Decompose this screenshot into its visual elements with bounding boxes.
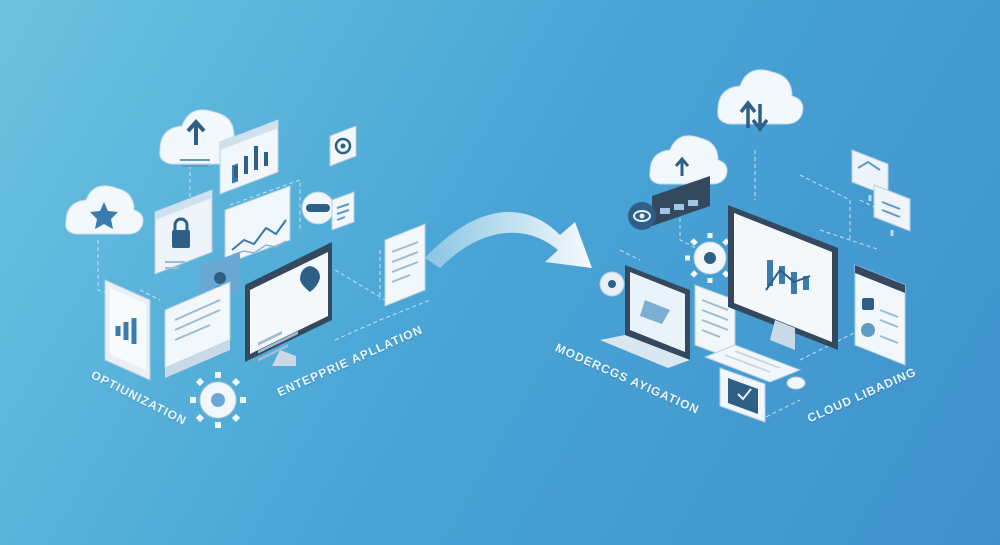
monitor-icon (728, 205, 838, 350)
lock-icon (854, 264, 906, 366)
keyboard-icon (703, 344, 802, 383)
mouse-icon (786, 376, 806, 390)
monitor-icon (245, 242, 332, 366)
gear-icon (685, 233, 735, 283)
cloud-upload-icon (649, 135, 728, 185)
lock-icon (154, 189, 213, 275)
tablet-icon (719, 367, 766, 423)
monitor-icon (652, 176, 710, 226)
cloud-transfer-icon (717, 69, 804, 132)
document-icon (164, 281, 231, 378)
document-icon (301, 191, 355, 231)
laptop-icon (600, 265, 690, 368)
monitor-icon (873, 184, 911, 236)
line-chart-icon (224, 185, 291, 265)
gear-icon (599, 271, 625, 297)
document-icon (384, 223, 426, 307)
tablet-icon (104, 279, 151, 381)
migration-arrow-icon (425, 211, 592, 268)
bar-chart-icon (219, 119, 279, 195)
cloud-star-icon (65, 185, 144, 235)
target-icon (329, 125, 357, 167)
gear-icon (190, 372, 246, 428)
target-icon (628, 202, 656, 230)
